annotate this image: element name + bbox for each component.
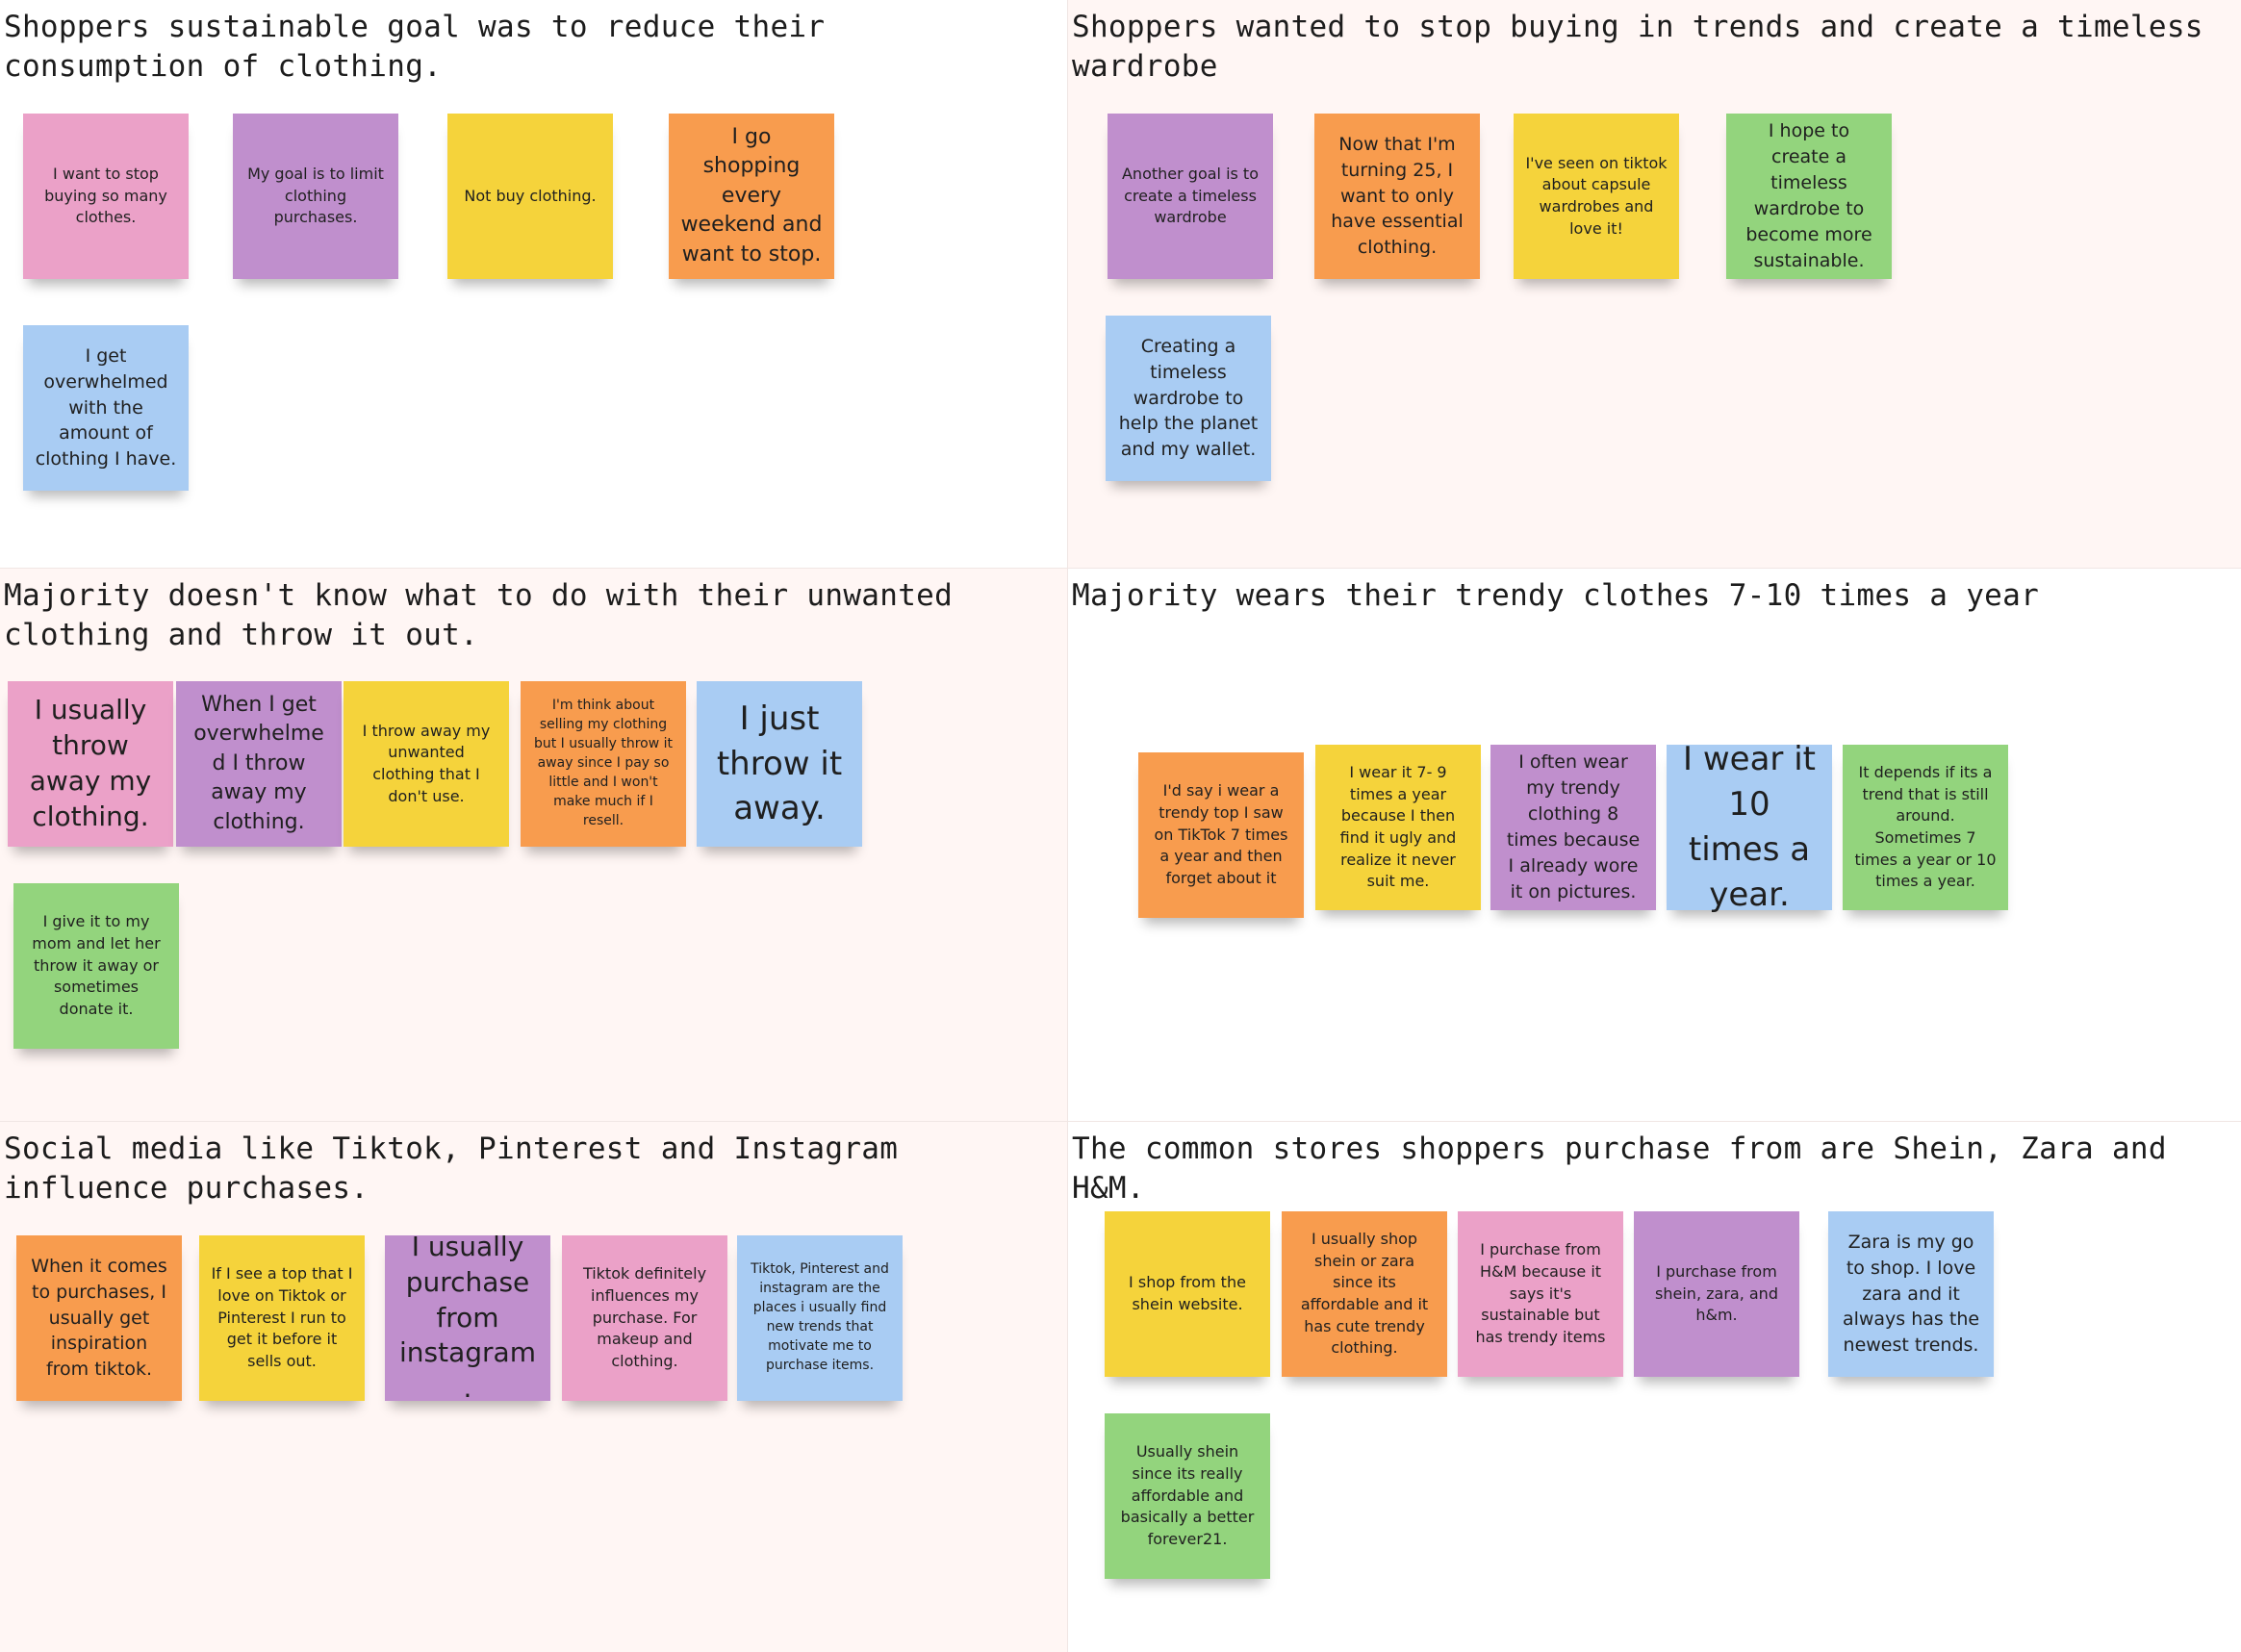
sticky-note[interactable]: I hope to create a timeless wardrobe to … <box>1726 114 1892 279</box>
sticky-note-text: Tiktok, Pinterest and instagram are the … <box>751 1261 889 1373</box>
sticky-note-text: I throw away my unwanted clothing that I… <box>362 721 491 805</box>
cluster-common-stores: The common stores shoppers purchase from… <box>1068 1122 2241 1652</box>
sticky-note-text: I usually shop shein or zara since its a… <box>1300 1229 1429 1358</box>
cluster-title: Majority wears their trendy clothes 7-10… <box>1072 578 2040 613</box>
sticky-note[interactable]: Creating a timeless wardrobe to help the… <box>1106 316 1271 481</box>
sticky-note[interactable]: I usually shop shein or zara since its a… <box>1282 1211 1447 1377</box>
cluster-divider-horizontal <box>0 1121 2241 1122</box>
sticky-note-text: If I see a top that I love on Tiktok or … <box>211 1264 353 1371</box>
sticky-note[interactable]: I usually throw away my clothing. <box>8 681 173 847</box>
sticky-note[interactable]: Zara is my go to shop. I love zara and i… <box>1828 1211 1994 1377</box>
sticky-note-text: I give it to my mom and let her throw it… <box>32 912 161 1019</box>
cluster-divider-vertical <box>1067 0 1068 1652</box>
cluster-wear-frequency: Majority wears their trendy clothes 7-10… <box>1068 569 2241 1121</box>
sticky-note[interactable]: When I get overwhelmed I throw away my c… <box>176 681 342 847</box>
sticky-note[interactable]: I often wear my trendy clothing 8 times … <box>1490 745 1656 910</box>
sticky-note[interactable]: Tiktok, Pinterest and instagram are the … <box>737 1235 903 1401</box>
cluster-reduce-consumption: Shoppers sustainable goal was to reduce … <box>0 0 1067 568</box>
sticky-note-text: Creating a timeless wardrobe to help the… <box>1118 335 1259 461</box>
sticky-note-text: My goal is to limit clothing purchases. <box>247 164 384 227</box>
sticky-note[interactable]: I purchase from H&M because it says it's… <box>1458 1211 1623 1377</box>
sticky-note[interactable]: I give it to my mom and let her throw it… <box>13 883 179 1049</box>
sticky-note-text: I often wear my trendy clothing 8 times … <box>1506 751 1641 902</box>
cluster-title: Social media like Tiktok, Pinterest and … <box>4 1131 899 1206</box>
sticky-note[interactable]: I go shopping every weekend and want to … <box>669 114 834 279</box>
sticky-note[interactable]: It depends if its a trend that is still … <box>1843 745 2008 910</box>
cluster-divider-horizontal <box>0 568 2241 569</box>
sticky-note[interactable]: My goal is to limit clothing purchases. <box>233 114 398 279</box>
sticky-note-text: Now that I'm turning 25, I want to only … <box>1331 133 1464 259</box>
sticky-note-text: I'm think about selling my clothing but … <box>533 698 674 828</box>
sticky-note-text: Usually shein since its really affordabl… <box>1120 1442 1255 1549</box>
sticky-note[interactable]: I purchase from shein, zara, and h&m. <box>1634 1211 1799 1377</box>
sticky-note[interactable]: I wear it 10 times a year. <box>1667 740 1832 914</box>
sticky-note[interactable]: I've seen on tiktok about capsule wardro… <box>1514 114 1679 279</box>
sticky-note-text: I wear it 7- 9 times a year because I th… <box>1339 762 1457 891</box>
sticky-note-text: I purchase from shein, zara, and h&m. <box>1655 1261 1778 1325</box>
sticky-note-text: I usually purchase from instagram. <box>399 1230 536 1405</box>
sticky-note[interactable]: Another goal is to create a timeless war… <box>1108 114 1273 279</box>
sticky-note-text: It depends if its a trend that is still … <box>1854 762 1997 891</box>
sticky-note[interactable]: I just throw it away. <box>697 681 862 847</box>
sticky-note-text: I get overwhelmed with the amount of clo… <box>35 344 177 470</box>
sticky-note[interactable]: I'd say i wear a trendy top I saw on Tik… <box>1138 752 1304 918</box>
sticky-note[interactable]: I get overwhelmed with the amount of clo… <box>23 325 189 491</box>
sticky-note-text: Tiktok definitely influences my purchase… <box>582 1264 707 1371</box>
sticky-note[interactable]: I wear it 7- 9 times a year because I th… <box>1315 745 1481 910</box>
sticky-note[interactable]: I'm think about selling my clothing but … <box>521 681 686 847</box>
sticky-note[interactable]: I shop from the shein website. <box>1105 1211 1270 1377</box>
cluster-title: Shoppers sustainable goal was to reduce … <box>4 10 826 84</box>
cluster-title: Majority doesn't know what to do with th… <box>4 578 954 652</box>
sticky-note-text: I shop from the shein website. <box>1129 1273 1246 1313</box>
sticky-note-text: When it comes to purchases, I usually ge… <box>31 1255 167 1381</box>
sticky-note[interactable]: If I see a top that I love on Tiktok or … <box>199 1235 365 1401</box>
sticky-note-text: When I get overwhelmed I throw away my c… <box>193 693 324 834</box>
sticky-note[interactable]: I want to stop buying so many clothes. <box>23 114 189 279</box>
sticky-note-text: I want to stop buying so many clothes. <box>44 164 167 227</box>
cluster-throw-out: Majority doesn't know what to do with th… <box>0 569 1067 1121</box>
sticky-note-text: I go shopping every weekend and want to … <box>680 125 823 267</box>
sticky-note[interactable]: Usually shein since its really affordabl… <box>1105 1413 1270 1579</box>
sticky-note-text: I usually throw away my clothing. <box>29 694 152 832</box>
cluster-timeless-wardrobe: Shoppers wanted to stop buying in trends… <box>1068 0 2241 568</box>
sticky-note-text: I just throw it away. <box>716 699 843 828</box>
sticky-note-text: I purchase from H&M because it says it's… <box>1475 1240 1606 1347</box>
sticky-note-text: Another goal is to create a timeless war… <box>1121 164 1259 227</box>
sticky-note-text: I've seen on tiktok about capsule wardro… <box>1525 153 1668 238</box>
sticky-note-text: Not buy clothing. <box>464 186 597 205</box>
sticky-note-text: I wear it 10 times a year. <box>1683 740 1816 914</box>
sticky-note[interactable]: I throw away my unwanted clothing that I… <box>344 681 509 847</box>
sticky-note[interactable]: Tiktok definitely influences my purchase… <box>562 1235 727 1401</box>
sticky-note-text: Zara is my go to shop. I love zara and i… <box>1842 1231 1980 1357</box>
sticky-note[interactable]: I usually purchase from instagram. <box>385 1231 550 1404</box>
sticky-note[interactable]: Not buy clothing. <box>447 114 613 279</box>
sticky-note[interactable]: Now that I'm turning 25, I want to only … <box>1314 114 1480 279</box>
sticky-note[interactable]: When it comes to purchases, I usually ge… <box>16 1235 182 1401</box>
cluster-social-media: Social media like Tiktok, Pinterest and … <box>0 1122 1067 1652</box>
cluster-title: Shoppers wanted to stop buying in trends… <box>1072 10 2203 84</box>
sticky-note-text: I hope to create a timeless wardrobe to … <box>1745 120 1872 271</box>
cluster-title: The common stores shoppers purchase from… <box>1072 1131 2167 1206</box>
sticky-note-text: I'd say i wear a trendy top I saw on Tik… <box>1154 781 1288 888</box>
